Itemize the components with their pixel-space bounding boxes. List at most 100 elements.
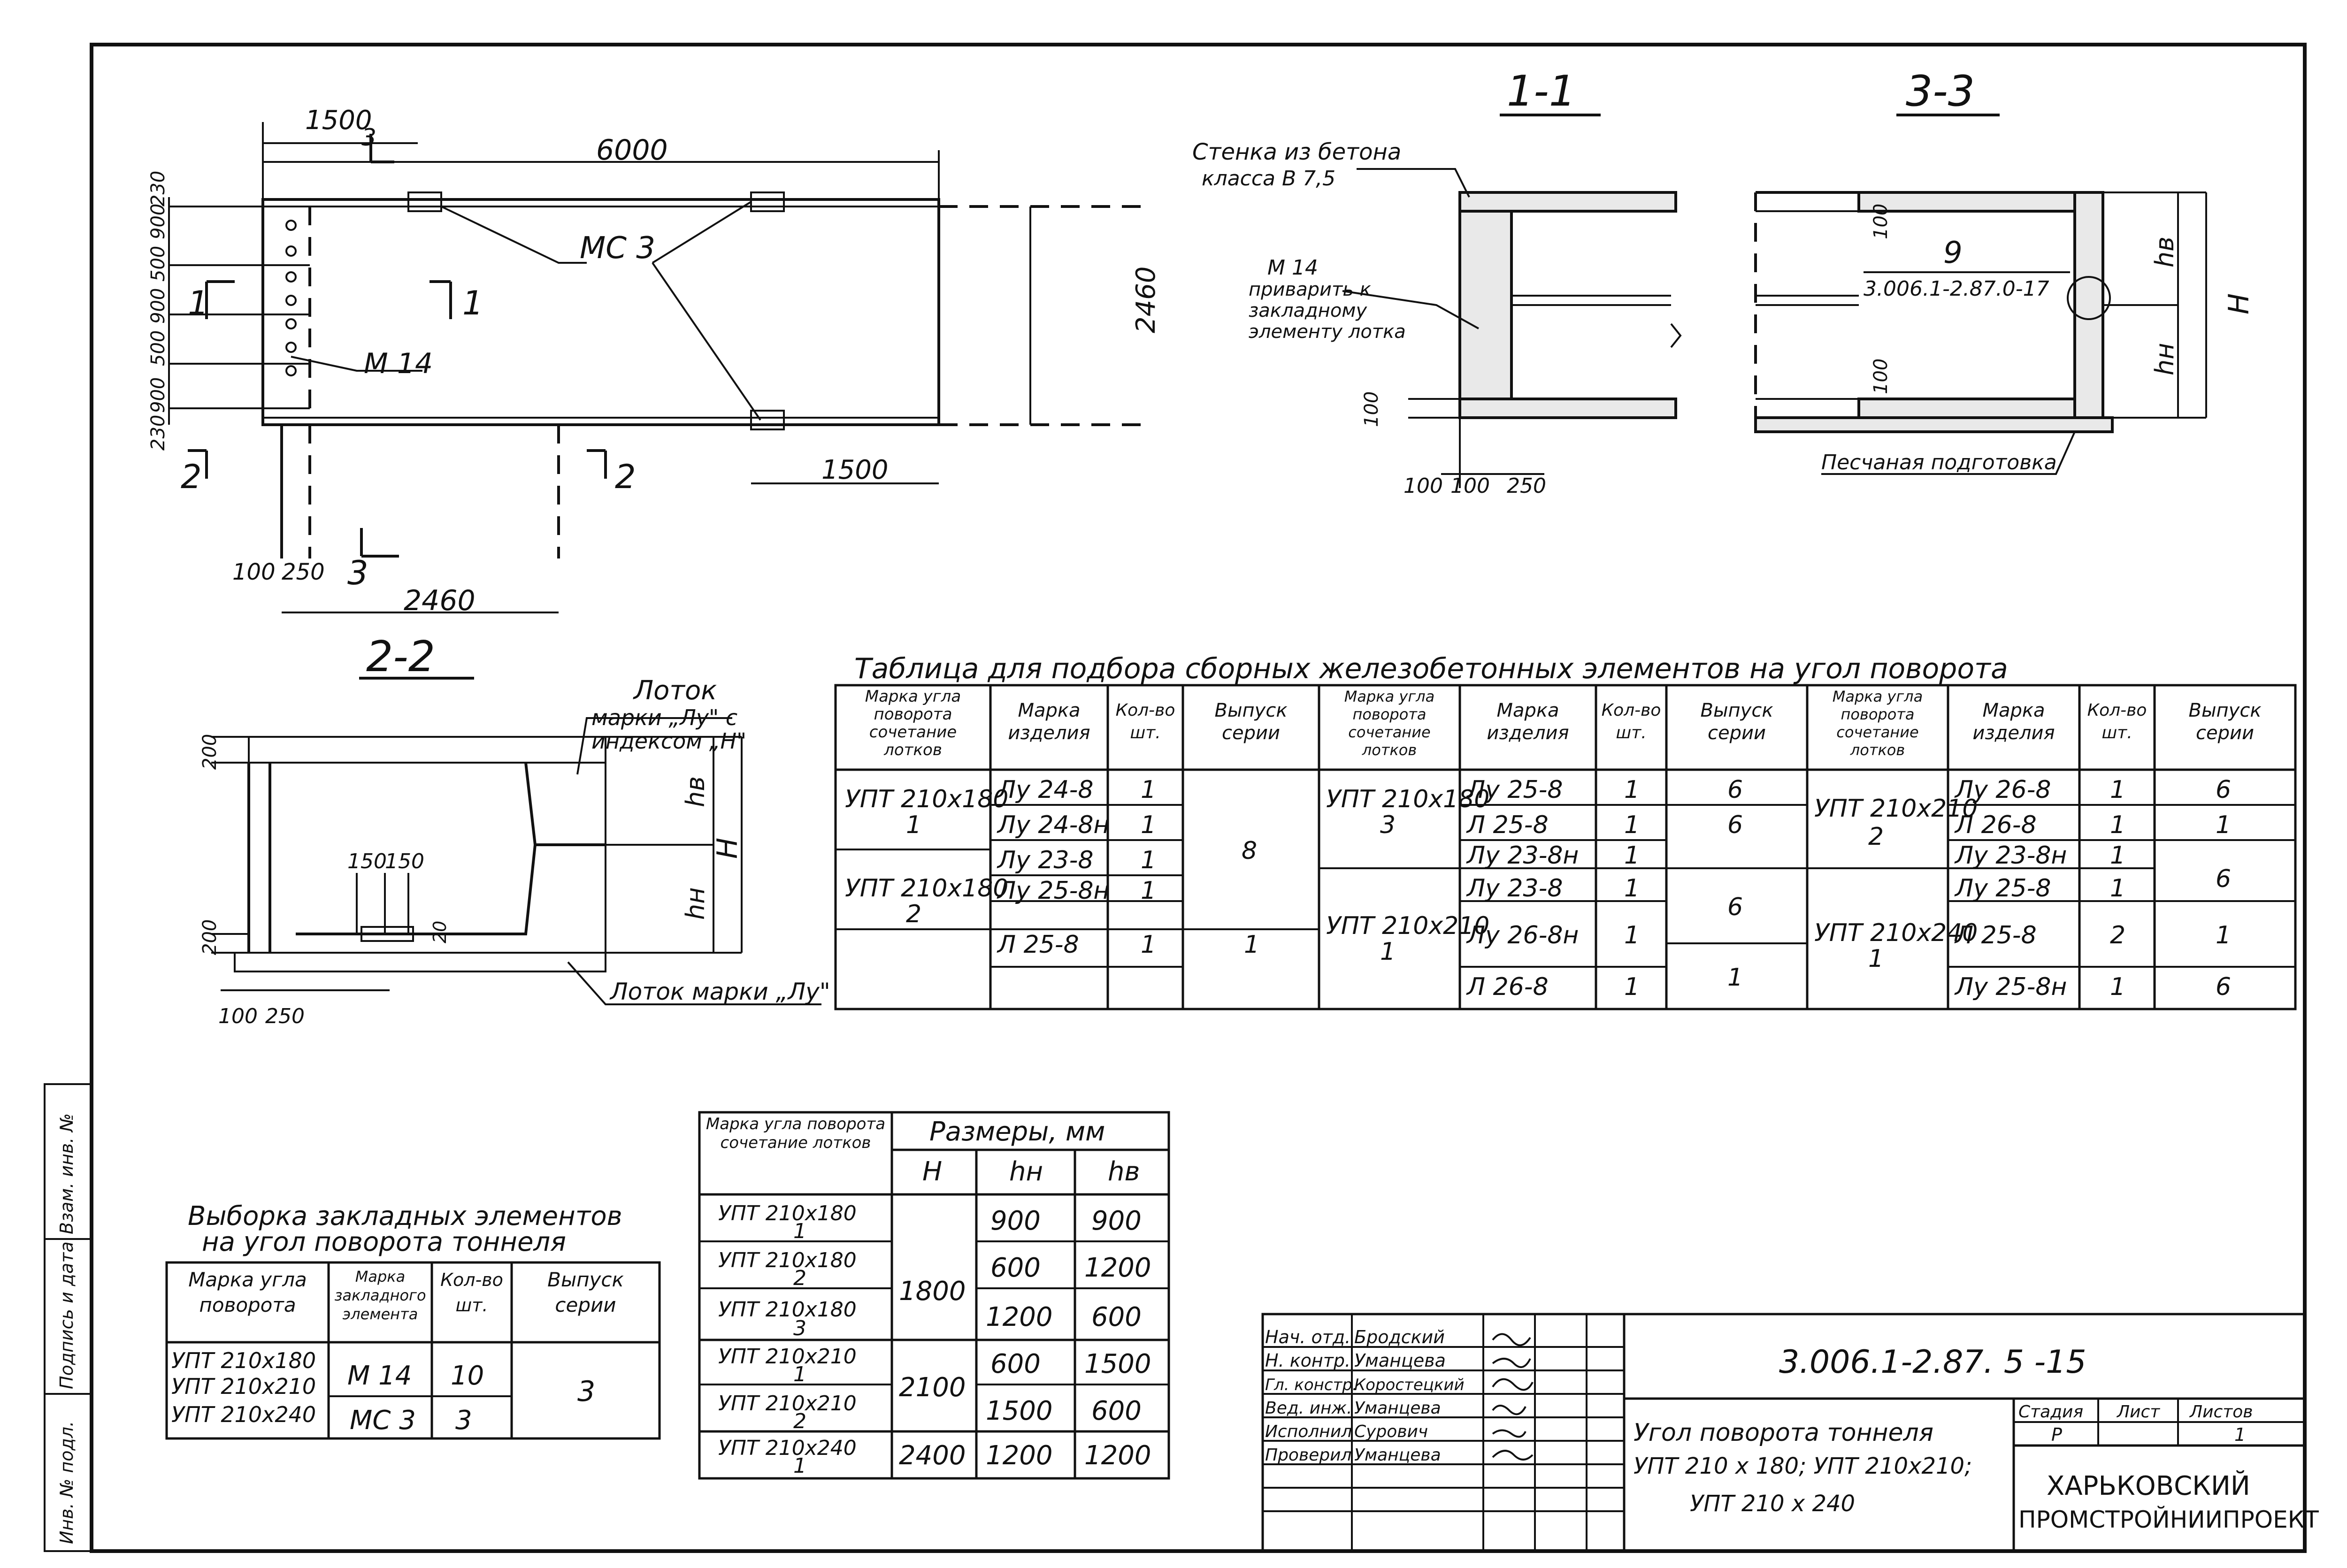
dims-H-4: 2100 [899, 1372, 966, 1403]
embed-corner-0: УПТ 210х180 [171, 1348, 316, 1373]
g3-qty-3: 1 [2110, 874, 2125, 903]
tb-sheets: 1 [2234, 1424, 2246, 1445]
s11-dim-100a: 100 [1404, 474, 1443, 498]
plan-dim-6000: 6000 [596, 134, 668, 167]
s22-dim-150a: 150 [347, 849, 387, 873]
dims-sub-2: 3 [793, 1316, 806, 1340]
g2-mark-1: Л 25-8 [1466, 811, 1549, 839]
tb-stage-label: Стадия [2018, 1402, 2083, 1422]
dims-sub-4: 2 [793, 1409, 806, 1433]
s22-dim-20: 20 [430, 921, 450, 943]
s22-hb: hв [681, 776, 710, 807]
g2-issue-5: 1 [1727, 964, 1743, 992]
signature-2 [1492, 1378, 1534, 1391]
embed-hdr-corner: Марка угла поворота [188, 1268, 307, 1316]
plan-cut-3-top: 3 [361, 124, 376, 151]
g3-sub-a: 2 [1868, 823, 1884, 851]
section-3-3-title: 3-3 [1906, 67, 1975, 116]
tb-name-1: Уманцева [1354, 1350, 1446, 1371]
g2-mark-2: Лу 23-8н [1466, 841, 1579, 870]
tray-bottom-label: Лоток марки „Лу" [609, 978, 830, 1005]
tb-org-line1: ХАРЬКОВСКИЙ [2047, 1470, 2250, 1501]
tb-role-1: Н. контр. [1265, 1350, 1350, 1371]
hdr-mark-3: Марка изделия [1972, 700, 2055, 744]
g3-mark-3: Лу 25-8 [1954, 874, 2051, 903]
tb-name-line2: УПТ 210 х 180; УПТ 210х210; [1634, 1453, 1972, 1479]
g3-mark-2: Лу 23-8н [1954, 841, 2067, 870]
plan-cut-2-right: 2 [615, 458, 636, 496]
dims-mark-2: УПТ 210х180 [718, 1298, 857, 1322]
g1-qty-3: 1 [1141, 877, 1156, 905]
tb-role-3: Вед. инж. [1265, 1399, 1352, 1418]
g3-qty-0: 1 [2110, 776, 2125, 804]
signature-5 [1492, 1450, 1534, 1461]
g2-qty-3: 1 [1624, 874, 1640, 903]
s22-hn: hн [681, 887, 710, 920]
embed-hdr-element: Марка закладного элемента [334, 1268, 426, 1323]
dims-hdr-mark: Марка угла поворота сочетание лотков [706, 1115, 886, 1152]
plan-dim-2460-right: 2460 [1131, 266, 1161, 333]
tb-role-0: Нач. отд. [1265, 1327, 1350, 1347]
tray-mark-line1: марки „Лу" с [591, 705, 737, 730]
dims-mark-5: УПТ 210х240 [718, 1436, 857, 1460]
dims-hb-1: 1200 [1084, 1253, 1151, 1283]
dims-hb-4: 600 [1091, 1396, 1142, 1426]
dims-hn-1: 600 [990, 1253, 1041, 1283]
dims-table: Марка угла поворота сочетание лотков Раз… [698, 1111, 1170, 1480]
embed-title-2: на угол поворота тоннеля [202, 1227, 566, 1257]
hdr-issue-3: Выпуск серии [2188, 700, 2262, 744]
g3-issue-0: 6 [2216, 776, 2231, 804]
g3-qty-1: 1 [2110, 811, 2125, 839]
g2-mark-4: Лу 26-8н [1466, 921, 1579, 949]
dims-sub-1: 2 [793, 1266, 806, 1290]
stamp-sign: Подпись и дата [56, 1241, 77, 1389]
g1-mark-0: Лу 24-8 [997, 776, 1093, 804]
main-table-g2-body: УПТ 210х180 3 УПТ 210х210 1 Лу 25-8 Л 25… [1326, 776, 1743, 1001]
g1-mark-3: Лу 25-8н [997, 877, 1109, 905]
section-2-2: 2-2 Лоток марки „Лу" с индексом „Н" Лото… [199, 632, 830, 1028]
side-stamp: Инв. № подл. Подпись и дата Взам. инв. № [44, 1083, 92, 1552]
wall-note-line2: класса В 7,5 [1202, 167, 1335, 191]
s22-dim-150b: 150 [385, 849, 424, 873]
g2-corner-a: УПТ 210х180 [1326, 785, 1489, 813]
g3-issue-2: 6 [2216, 865, 2231, 893]
plan-label-m14: М 14 [364, 347, 433, 380]
sand-label: Песчаная подготовка [1821, 451, 2057, 474]
tb-name-4: Сурович [1354, 1422, 1428, 1441]
embed-issue: 3 [577, 1375, 595, 1408]
embed-title-1: Выборка закладных элементов [188, 1201, 622, 1231]
g1-mark-2: Лу 23-8 [997, 846, 1093, 874]
tb-sheets-label: Листов [2189, 1402, 2253, 1422]
hdr-corner-1: Марка угла поворота сочетание лотков [865, 688, 961, 759]
dims-hn-3: 600 [990, 1349, 1041, 1379]
dims-sub-5: 1 [793, 1454, 806, 1478]
dims-hb-0: 900 [1091, 1206, 1142, 1236]
main-table-g3-body: УПТ 210х210 2 УПТ 210х240 1 Лу 26-8 Л 26… [1814, 776, 2231, 1001]
tray-mark-line2: индексом „Н" [591, 728, 746, 754]
s11-dim-100-left: 100 [1361, 391, 1382, 427]
signature-1 [1492, 1358, 1531, 1368]
tb-name-5: Уманцева [1354, 1446, 1441, 1465]
g1-qty-0: 1 [1141, 776, 1156, 804]
signature-0 [1492, 1333, 1531, 1346]
signature-4 [1492, 1429, 1526, 1438]
signature-3 [1492, 1405, 1526, 1415]
dims-H-1: 1800 [899, 1276, 966, 1307]
g1-sub-b: 2 [906, 900, 921, 928]
plan-dim-250: 250 [282, 559, 325, 585]
hdr-mark-2: Марка изделия [1487, 700, 1569, 744]
plan-left-dim-1: 900 [147, 377, 169, 413]
dims-hdr-sizes: Размеры, мм [929, 1117, 1105, 1147]
plan-left-dim-4: 500 [147, 246, 169, 282]
m14-note-1: приварить к [1249, 279, 1371, 300]
hdr-qty-1: Кол-во шт. [1115, 701, 1175, 742]
wall-note-line1: Стенка из бетона [1192, 139, 1401, 165]
main-table-header-g1: Марка угла поворота сочетание лотков Мар… [865, 688, 1288, 759]
section-1-1-title: 1-1 [1507, 67, 1576, 116]
tray-label: Лоток [633, 675, 717, 706]
g2-qty-5: 1 [1624, 973, 1640, 1001]
g2-mark-0: Лу 25-8 [1466, 776, 1563, 804]
g2-issue-0: 6 [1727, 776, 1743, 804]
hdr-mark-1: Марка изделия [1008, 700, 1090, 744]
dims-mark-1: УПТ 210х180 [718, 1248, 857, 1272]
